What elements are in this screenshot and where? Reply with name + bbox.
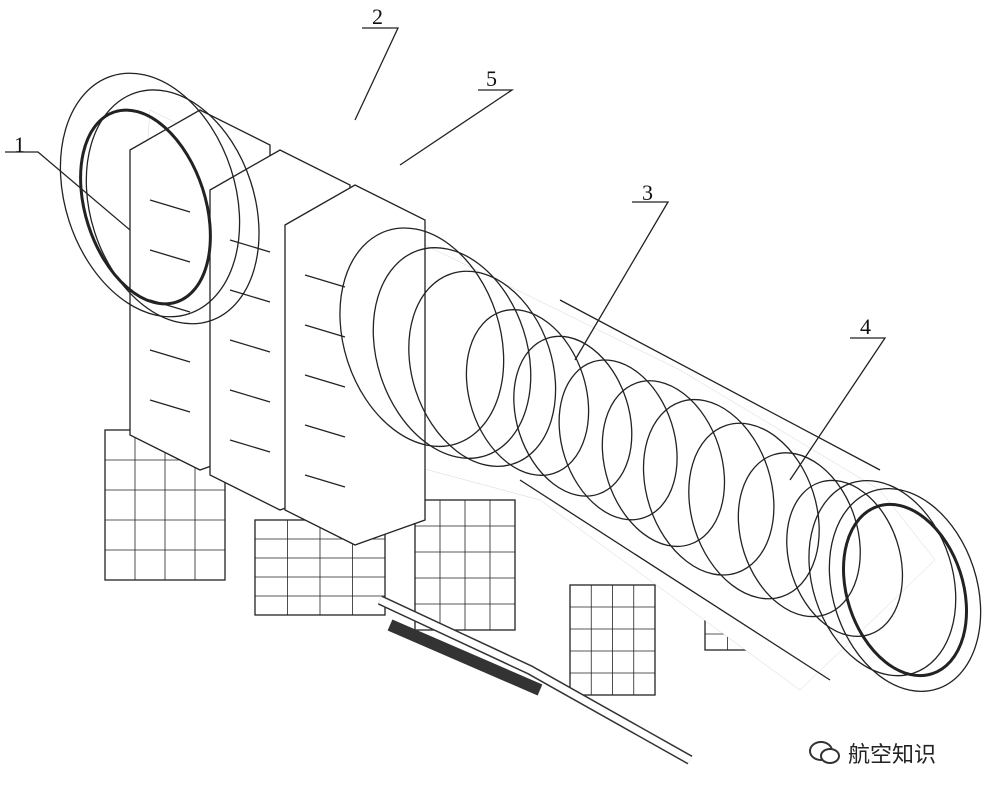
casing-ring	[558, 359, 678, 521]
label-3: 3	[642, 180, 653, 205]
frame-rod	[149, 399, 191, 413]
frame-rod	[229, 389, 271, 403]
frame-rod	[304, 424, 346, 438]
frame-rod	[304, 324, 346, 338]
leader-1	[5, 151, 131, 231]
label-2: 2	[372, 4, 383, 29]
thrust-frame	[284, 184, 426, 546]
casing-ring	[737, 452, 861, 618]
frame-rod	[304, 274, 346, 288]
casing-ring	[808, 479, 957, 677]
frame-rod	[149, 199, 191, 213]
frame-rod	[149, 249, 191, 263]
casing-edge	[519, 479, 831, 681]
casing-ring	[601, 380, 726, 548]
casing-ring	[513, 335, 633, 497]
heat-exchanger	[387, 619, 543, 696]
casing-edge	[559, 299, 881, 471]
wechat-icon	[809, 741, 840, 764]
casing-ring	[59, 72, 241, 318]
leader-4	[789, 337, 887, 481]
frame-rod	[304, 474, 346, 488]
casing-ring	[688, 422, 820, 600]
leader-3	[574, 201, 670, 361]
leader-2	[354, 27, 400, 121]
frame-rod	[229, 439, 271, 453]
casing-ring	[642, 398, 775, 576]
label-1: 1	[14, 132, 25, 157]
nozzle-ring	[841, 502, 969, 678]
leader-5	[399, 89, 515, 166]
casing-ring	[786, 479, 904, 638]
label-4: 4	[860, 314, 871, 339]
casing-ring	[465, 309, 590, 476]
casing-ring	[828, 487, 982, 693]
frame-rod	[304, 374, 346, 388]
watermark: 航空知识	[808, 737, 936, 769]
frame-rod	[149, 349, 191, 363]
frame-rod	[229, 289, 271, 303]
fuel-pipe-inner	[378, 596, 692, 764]
inlet-bellmouth	[79, 108, 212, 306]
casing-ring	[408, 270, 557, 467]
frame-rod	[229, 339, 271, 353]
frame-rod	[229, 239, 271, 253]
label-5: 5	[486, 66, 497, 91]
casing-ring	[85, 89, 260, 325]
watermark-text: 航空知识	[848, 743, 937, 768]
casing-ring	[372, 247, 532, 459]
